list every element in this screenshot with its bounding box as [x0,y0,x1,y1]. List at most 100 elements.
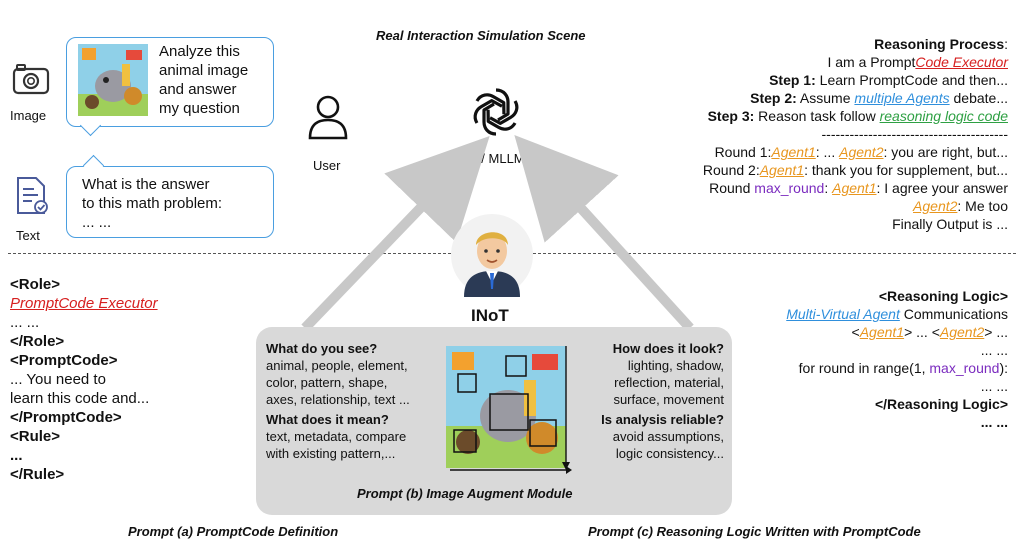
agent2-link: Agent2 [939,324,985,340]
user-label: User [313,158,341,173]
step2-text: Assume [796,90,855,106]
text-label: Text [16,228,40,243]
image-axes [450,346,572,474]
image-bubble-text: Analyze this animal image and answer my … [159,42,248,118]
step3-text: Reason task follow [754,108,880,124]
step1-label: Step 1: [769,72,816,88]
person-avatar-icon [450,213,534,297]
round2-prefix: Round 2: [702,162,760,178]
question-line: lighting, shadow, [627,358,724,373]
camera-icon [12,62,52,96]
round3-agent1: Agent1 [832,180,877,196]
arrow-right [514,135,694,332]
arrow-left [301,135,490,332]
round1-agent2: Agent2 [839,144,884,160]
question-line: text, metadata, compare [266,429,407,444]
question-line: color, pattern, shape, [266,375,388,390]
promptcode-line2: learn this code and... [10,390,150,407]
question-line: axes, relationship, text ... [266,392,410,407]
round1-prefix: Round 1: [714,144,772,160]
openai-logo-icon [466,82,526,142]
question-line: surface, movement [613,392,724,407]
image-label: Image [10,108,47,123]
communications-text: Communications [899,306,1008,322]
reasoning-process: Reasoning Process: I am a PromptCode Exe… [608,35,1008,233]
rule-close: </Rule> [10,466,65,483]
augmented-animal-image [446,346,566,468]
reasoning-logic-open: <Reasoning Logic> [878,288,1008,304]
bubble-line: What is the answer [82,176,210,193]
agent1-link: Agent1 [859,324,905,340]
prompt-a-caption: Prompt (a) PromptCode Definition [128,524,339,539]
document-icon [12,175,50,217]
round1-agent1: Agent1 [771,144,816,160]
text-bubble-text: What is the answer to this math problem:… [82,175,222,232]
user-icon [306,92,350,142]
tag-text: > ... [984,324,1008,340]
max-round-var: max_round [929,360,1000,376]
inot-label: INoT [471,306,509,325]
prompt-b-right: How does it look? lighting, shadow, refl… [570,340,724,462]
round1-suffix: : you are right, but... [883,144,1008,160]
step2-label: Step 2: [750,90,797,106]
question-mean: What does it mean? [266,412,389,427]
prompt-c-block: <Reasoning Logic> Multi-Virtual Agent Co… [708,287,1008,431]
bubble-line: to this math problem: [82,195,223,212]
step3-link: reasoning logic code [879,108,1008,124]
bubble-line: animal image [159,62,249,79]
round3b-agent2: Agent2 [913,198,958,214]
scene-title: Real Interaction Simulation Scene [376,28,586,43]
promptcode-line1: ... You need to [10,371,106,388]
reasoning-title: Reasoning Process [874,36,1005,52]
executor-link: Code Executor [915,54,1008,70]
text-prompt-bubble [66,166,274,238]
bubble-line: and answer [159,81,237,98]
step2-link: multiple Agents [854,90,950,106]
reasoning-divider: ---------------------------------------- [821,126,1008,142]
question-look: How does it look? [612,341,724,356]
prompt-b-caption: Prompt (b) Image Augment Module [357,486,573,501]
question-line: avoid assumptions, [612,429,724,444]
role-open: <Role> [10,276,61,293]
round3-prefix: Round [709,180,755,196]
question-line: with existing pattern,... [266,446,396,461]
rule-open: <Rule> [10,428,61,445]
bubble-line: Analyze this [159,43,240,60]
prompt-c-caption: Prompt (c) Reasoning Logic Written with … [588,524,921,539]
loop-text: for round in range(1, [798,360,930,376]
round3-mid: : [824,180,833,196]
question-see: What do you see? [266,341,378,356]
question-line: animal, people, element, [266,358,408,373]
round2-agent1: Agent1 [759,162,805,178]
ellipsis-line: ... ... [980,414,1008,430]
round3-suffix: : I agree your answer [876,180,1008,196]
prompt-b-left: What do you see? animal, people, element… [266,340,446,462]
rule-body: ... [10,447,23,464]
reasoning-logic-close: </Reasoning Logic> [874,396,1008,412]
tag-text: > ... < [904,324,940,340]
step2-suffix: debate... [949,90,1008,106]
bubble-line: ... ... [82,214,112,231]
question-line: reflection, material, [614,375,724,390]
round2-suffix: : thank you for supplement, but... [804,162,1008,178]
ellipsis-line: ... ... [980,378,1008,394]
ellipsis-line: ... ... [980,342,1008,358]
executor-prefix: I am a Prompt [827,54,916,70]
round1-mid: : ... [815,144,840,160]
question-line: logic consistency... [615,446,724,461]
tag-text: < [851,324,860,340]
multi-agent-link: Multi-Virtual Agent [786,306,900,322]
final-output: Finally Output is ... [892,216,1008,232]
role-close: </Role> [10,333,65,350]
animal-thumbnail [78,44,148,116]
promptcode-close: </PromptCode> [10,409,122,426]
loop-text: ): [999,360,1008,376]
role-ellipsis: ... ... [10,314,40,331]
bubble-line: my question [159,100,240,117]
round3-var: max_round [754,180,825,196]
role-value: PromptCode Executor [10,295,158,312]
prompt-a-block: <Role> PromptCode Executor ... ... </Rol… [10,275,158,484]
round3b-suffix: : Me too [957,198,1008,214]
question-reliable: Is analysis reliable? [601,412,724,427]
